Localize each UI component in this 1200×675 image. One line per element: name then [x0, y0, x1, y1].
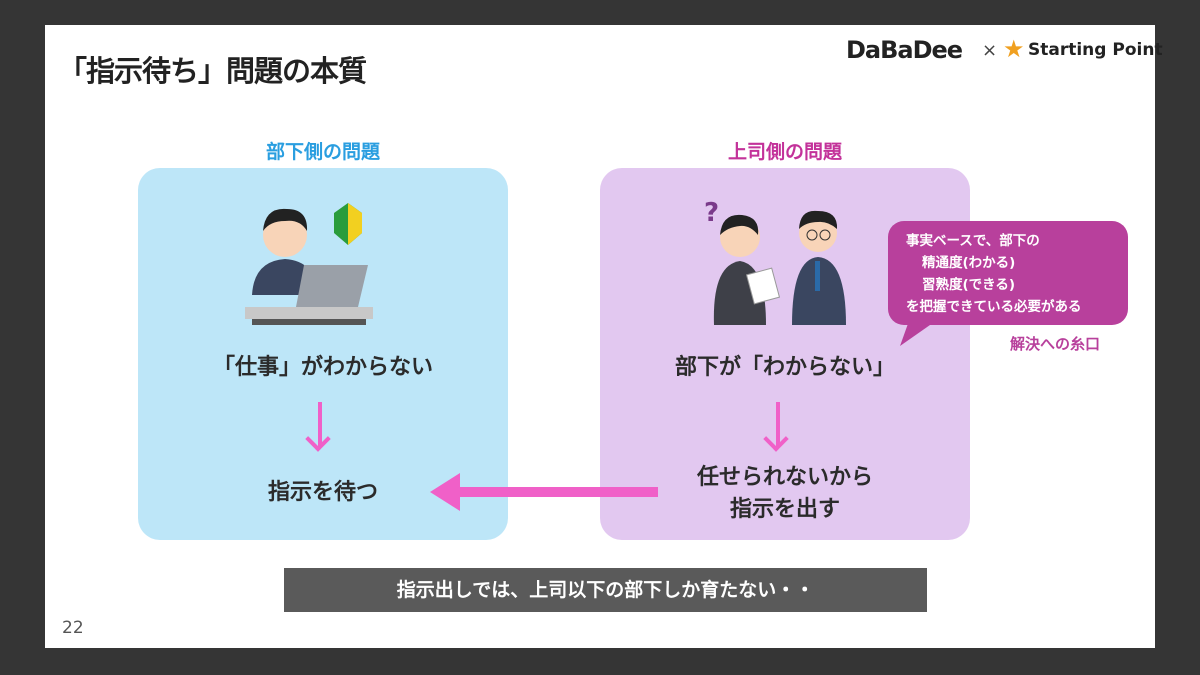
- callout-line: 習熟度(できる): [922, 277, 1016, 293]
- right-down-arrow: [776, 402, 780, 446]
- callout-bubble: 事実ベースで、部下の 精通度(わかる) 習熟度(できる) を把握できている必要が…: [888, 221, 1128, 325]
- right-result-line1: 任せられないから: [696, 465, 873, 490]
- left-pointing-arrow: [430, 473, 658, 511]
- left-problem-text: 「仕事」がわからない: [212, 355, 433, 380]
- star-icon: ★: [1003, 35, 1025, 63]
- callout-caption: 解決への糸口: [1010, 335, 1101, 353]
- right-panel-heading: 上司側の問題: [727, 141, 842, 163]
- callout-line: 精通度(わかる): [922, 255, 1016, 271]
- right-result-line2: 指示を出す: [729, 497, 840, 522]
- callout-line: を把握できている必要がある: [906, 299, 1082, 315]
- callout-tail: [900, 318, 940, 346]
- dabadee-logo: DaBaDee: [846, 36, 963, 64]
- conclusion-banner: 指示出しでは、上司以下の部下しか育たない・・: [284, 568, 927, 612]
- starting-point-logo: Starting Point: [1028, 40, 1163, 60]
- right-result-text: 任せられないから 指示を出す: [600, 462, 970, 526]
- logo-separator: ×: [982, 40, 998, 61]
- right-problem-text: 部下が「わからない」: [674, 355, 895, 380]
- question-mark: ?: [704, 198, 719, 228]
- left-result-text: 指示を待つ: [267, 480, 378, 505]
- boss-and-worker-illustration: ?: [704, 198, 846, 325]
- page-number: 22: [62, 618, 84, 638]
- left-down-arrow: [318, 402, 322, 446]
- left-panel-heading: 部下側の問題: [265, 141, 380, 163]
- confused-worker-illustration: [245, 203, 373, 325]
- callout-line: 事実ベースで、部下の: [906, 233, 1040, 249]
- slide-title: 「指示待ち」問題の本質: [58, 54, 367, 88]
